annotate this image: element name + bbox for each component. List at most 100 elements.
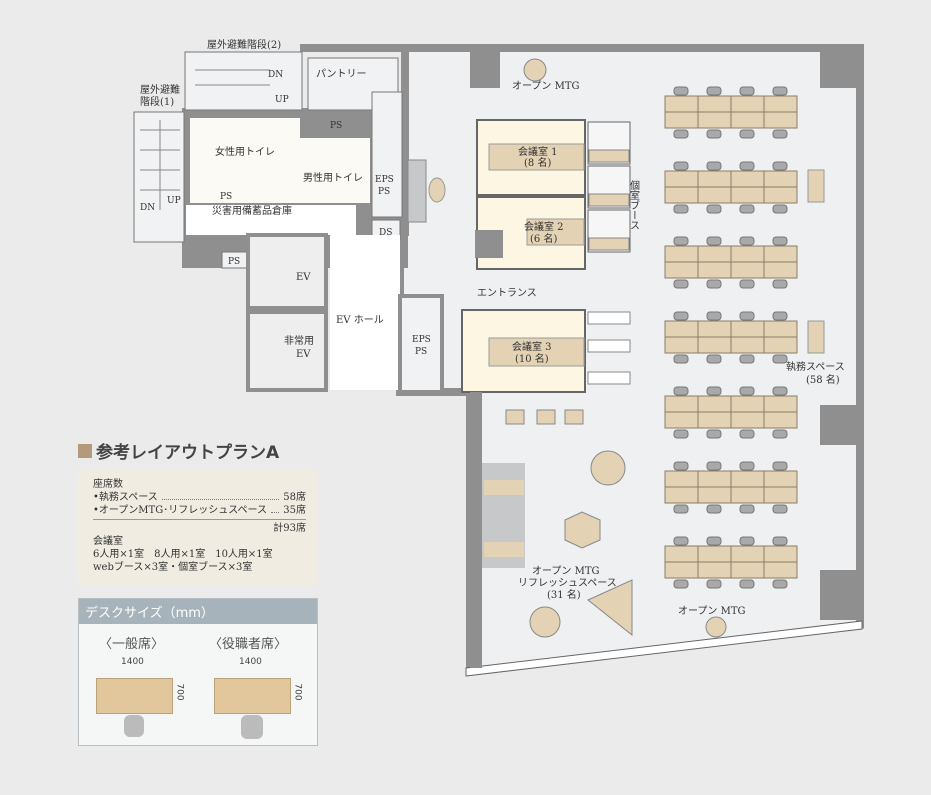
chair-icon <box>772 536 788 546</box>
seat-value: 35席 <box>283 505 306 516</box>
desk <box>763 111 798 129</box>
chair-icon <box>706 129 722 139</box>
round-tables <box>523 58 727 638</box>
desk <box>730 395 765 413</box>
label-ds: DS <box>379 228 392 238</box>
chair-icon <box>124 715 144 737</box>
chair-icon <box>739 429 755 439</box>
seat-value: 58席 <box>283 492 306 503</box>
desk <box>763 336 798 354</box>
desk <box>763 245 798 263</box>
desk <box>730 545 765 563</box>
depth-dim: 700 <box>174 683 185 701</box>
desk <box>697 470 732 488</box>
desk <box>730 411 765 429</box>
desk <box>763 470 798 488</box>
seats-heading: 座席数 <box>93 479 123 490</box>
chair-icon <box>706 354 722 364</box>
sofa <box>407 159 427 223</box>
chair-icon <box>739 236 755 246</box>
width-dim: 1400 <box>239 657 262 667</box>
wall <box>470 392 482 668</box>
eps-ps-2 <box>398 294 444 394</box>
pantry <box>307 57 399 111</box>
desk <box>730 470 765 488</box>
label-meeting-2-cap: (6 名) <box>530 232 557 245</box>
desk <box>730 561 765 579</box>
meeting-table-3 <box>488 337 585 367</box>
executive-seat-label: 〈役職者席〉 <box>209 637 288 652</box>
label-up: UP <box>275 95 289 105</box>
desk <box>697 261 732 279</box>
chair-icon <box>706 536 722 546</box>
desk <box>697 411 732 429</box>
chair-icon <box>772 386 788 396</box>
chair-icon <box>772 279 788 289</box>
chair-icon <box>739 579 755 589</box>
desk <box>664 395 699 413</box>
desk <box>730 95 765 113</box>
meeting-table-2 <box>526 218 585 246</box>
label-dn: DN <box>140 203 155 213</box>
desk <box>730 245 765 263</box>
desk <box>664 170 699 188</box>
chair-icon <box>739 386 755 396</box>
desk <box>697 545 732 563</box>
label-refresh-b: リフレッシュスペース <box>518 578 617 589</box>
label-ps: PS <box>378 187 390 197</box>
desk <box>664 186 699 204</box>
label-meeting-3: 会議室 3 <box>512 340 552 353</box>
desk <box>697 95 732 113</box>
chair-icon <box>772 504 788 514</box>
label-meeting-3-cap: (10 名) <box>515 352 549 365</box>
chair-icon <box>772 429 788 439</box>
chair-icon <box>772 461 788 471</box>
chair-icon <box>772 236 788 246</box>
label-ev: EV <box>296 272 311 283</box>
chair-icon <box>673 129 689 139</box>
label-mens-toilet: 男性用トイレ <box>303 171 363 184</box>
exterior-window <box>465 620 863 677</box>
chair-icon <box>706 311 722 321</box>
label-dn: DN <box>268 70 283 80</box>
desk <box>664 320 699 338</box>
chair-icon <box>739 536 755 546</box>
stairs-2 <box>184 51 303 111</box>
label-open-mtg-2: オープン MTG <box>678 605 745 617</box>
chair-icon <box>739 161 755 171</box>
desk <box>730 336 765 354</box>
desk <box>697 111 732 129</box>
chair-icon <box>739 354 755 364</box>
chair-icon <box>739 461 755 471</box>
width-dim: 1400 <box>121 657 144 667</box>
label-entrance: エントランス <box>477 287 537 299</box>
desk <box>664 245 699 263</box>
chair-icon <box>706 504 722 514</box>
ev-shaft-2 <box>246 310 328 392</box>
desk <box>664 561 699 579</box>
office-desks <box>664 86 798 589</box>
chair-icon <box>739 279 755 289</box>
chair-icon <box>739 86 755 96</box>
desk <box>730 486 765 504</box>
chair-icon <box>673 204 689 214</box>
desk <box>763 561 798 579</box>
title-marker-icon <box>78 443 92 458</box>
desk <box>763 261 798 279</box>
label-open-mtg: オープン MTG <box>512 80 579 92</box>
desk <box>697 561 732 579</box>
label-office: 執務スペース <box>786 360 845 373</box>
chair-icon <box>673 86 689 96</box>
meeting-table-1 <box>488 143 585 171</box>
chair-icon <box>706 579 722 589</box>
chair-icon <box>673 236 689 246</box>
general-seat-label: 〈一般席〉 <box>99 637 165 652</box>
label-stairs-1b: 階段(1) <box>140 95 174 108</box>
chair-icon <box>673 161 689 171</box>
desk <box>664 95 699 113</box>
label-stairs-1a: 屋外避難 <box>140 83 180 96</box>
